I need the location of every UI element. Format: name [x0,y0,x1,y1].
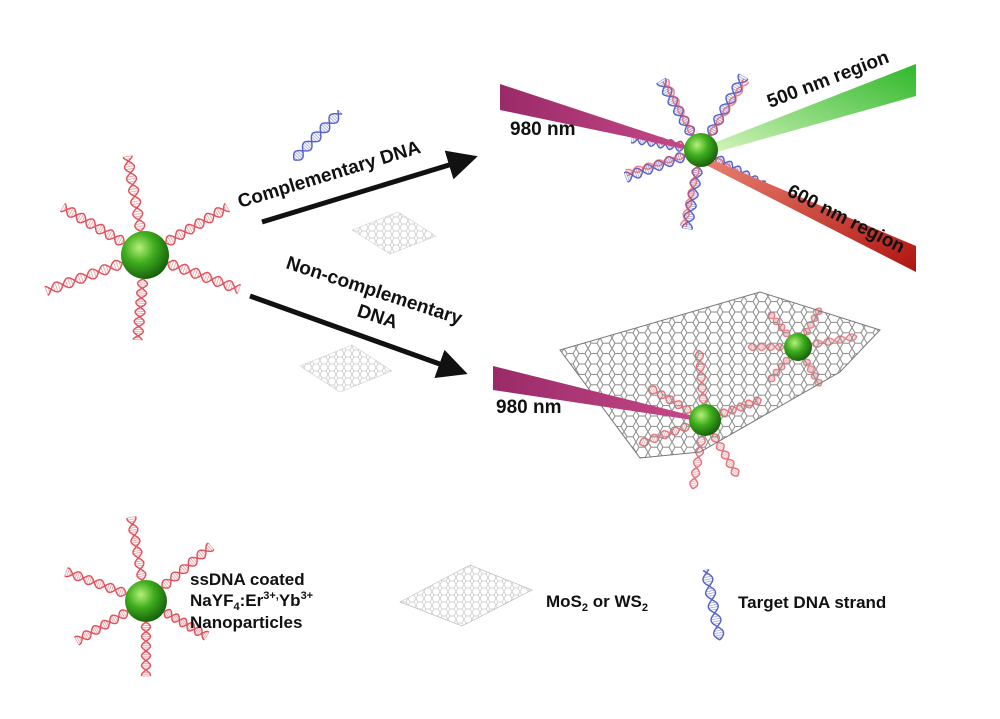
legend-nanoparticle [125,580,167,622]
dsdna-strand-blue-3 [623,152,686,183]
nanoparticle-left [121,231,169,279]
laser-980-top [500,84,700,152]
small-sheet-bottom [299,344,393,393]
legend-ssdna-strand-1 [126,516,147,581]
target-dna-floating [293,109,343,161]
small-sheet-top [351,211,437,255]
ssdna-strand-left-2 [165,203,231,246]
legend-ssdna-strand-4 [140,621,152,677]
ssdna-strand-left-1 [122,155,146,233]
label-980nm-top: 980 nm [510,119,575,140]
ssdna-strand-left-4 [132,278,149,341]
green-emission-beam [706,64,916,154]
legend-target-dna-label: Target DNA strand [738,593,886,612]
ssdna-strand-left-3 [166,259,241,295]
dsdna-strand-blue-1 [656,77,696,136]
label-980nm-bottom: 980 nm [496,397,561,418]
nanoparticle-hybridized [684,133,718,167]
legend-nanoparticle-line3: Nanoparticles [190,613,302,632]
nanoparticle-on-sheet-2 [784,333,812,361]
legend-ssdna-strand-5 [74,609,129,646]
legend-nanoparticle-line1: ssDNA coated [190,570,305,589]
legend-target-dna-strand [702,568,725,641]
arrow-noncomplementary [249,293,468,379]
label-600nm-region: 600 nm region [784,181,908,258]
dsdna-strand-red-2 [709,78,750,137]
laser-980-bottom [493,366,706,422]
ssdna-strand-left-5 [44,259,124,296]
nanoparticle-on-sheet-1 [689,404,721,436]
red-emission-beam [704,158,916,272]
arrow-complementary [261,150,478,225]
legend-sheet-label: MoS2 or WS2 [546,592,648,614]
legend-ssdna-strand-3 [163,608,210,641]
dsdna-strand-red-3 [625,152,686,177]
dsdna-strand-red-1 [662,78,695,136]
legend-ssdna-strand-2 [161,542,215,589]
dsdna-strand-red-4 [680,166,700,227]
large-mos2-sheet [559,291,881,459]
legend-ssdna-strand-6 [64,567,127,598]
legend-sheet-icon [399,564,533,627]
legend-nanoparticle-line2: NaYF4:Er3+,Yb3+ [190,590,313,613]
ssdna-strand-left-6 [59,203,125,246]
